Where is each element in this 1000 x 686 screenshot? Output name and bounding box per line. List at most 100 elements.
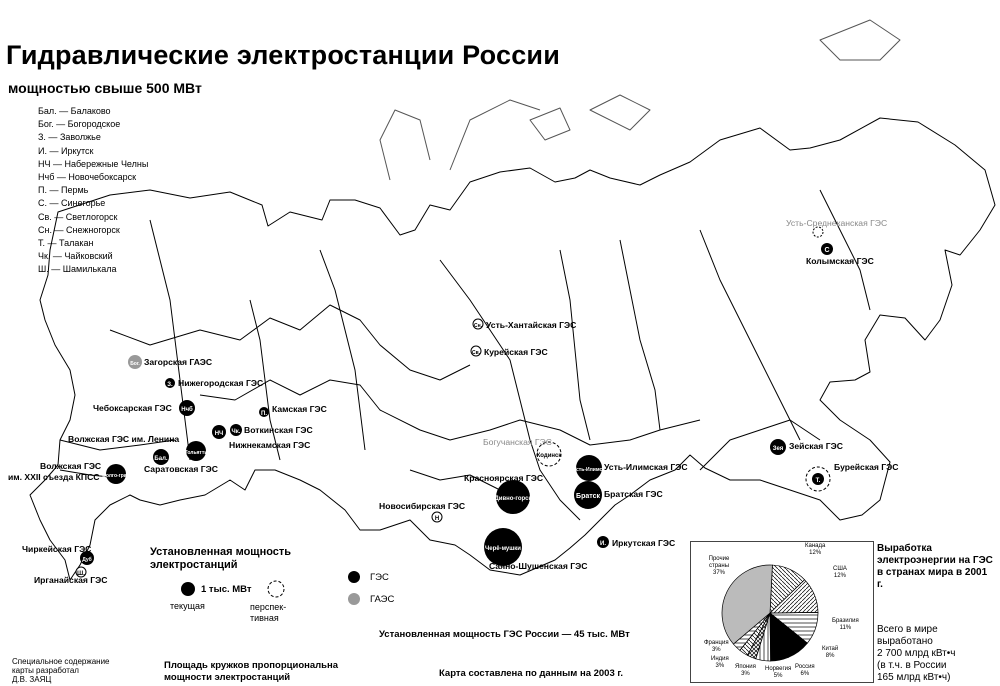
circle-label-ust-ilim: Усть-Илимск — [573, 467, 605, 473]
circle-label-cheboksary: Нчб — [181, 406, 193, 413]
station-label: Красноярская ГЭС — [464, 473, 544, 483]
station-circle-volgograd — [106, 464, 126, 484]
station-label: Колымская ГЭС — [806, 256, 874, 266]
station-label: Нижегородская ГЭС — [178, 378, 264, 388]
station-label: Ирганайская ГЭС — [34, 575, 108, 585]
legend-hydro-label: ГЭС — [370, 572, 389, 583]
legend-type-symbols — [348, 571, 360, 605]
station-label: Саяно-Шушенская ГЭС — [489, 561, 588, 571]
circle-label-volgograd: Волго-град — [102, 473, 130, 479]
station-circle-boguchany — [536, 441, 562, 467]
abbreviation-item: П. — Пермь — [38, 185, 89, 196]
abbreviation-item: Нчб — Новочебоксарск — [38, 172, 137, 183]
station-label: Загорская ГАЭС — [144, 357, 213, 367]
station-label: Усть-Среднеканская ГЭС — [786, 218, 888, 228]
legend-hydro-circle — [348, 571, 360, 583]
station-label: Братская ГЭС — [604, 489, 663, 499]
world-total-line: (в т.ч. в России — [877, 660, 947, 671]
station-label: Богучанская ГЭС — [483, 437, 552, 447]
circle-label-irganay: Ш. — [77, 571, 85, 577]
station-circle-zagorsk — [128, 355, 142, 369]
station-circle-irganay — [75, 566, 87, 578]
station-circle-votkinsk — [230, 424, 242, 436]
credits-line: Специальное содержание — [12, 657, 110, 666]
station-label: Бурейская ГЭС — [834, 462, 899, 472]
station-circle-krasnoyarsk — [496, 480, 530, 514]
circle-label-kama: П. — [261, 411, 267, 417]
credits-line: Д.В. ЗАЯЦ — [12, 675, 52, 684]
station-label: Усть-Хантайская ГЭС — [486, 320, 577, 330]
abbreviation-item: Чк. — Чайковский — [38, 251, 113, 262]
abbreviation-item: Ш. — Шамилькала — [38, 264, 117, 275]
station-circle-sayano — [484, 528, 522, 566]
abbreviation-item: И. — Иркутск — [38, 145, 94, 156]
circle-label-nizhny: З. — [167, 382, 173, 388]
station-circle-kolyma — [821, 243, 833, 255]
station-label: Волжская ГЭС им. Ленина — [68, 434, 180, 444]
circle-label-saratov: Бал. — [154, 456, 167, 462]
station-label: Саратовская ГЭС — [144, 464, 218, 474]
map-subtitle: мощностью свыше 500 МВт — [8, 80, 202, 96]
legend-pumped-circle — [348, 593, 360, 605]
station-circle-zhiguli — [186, 441, 206, 461]
station-circle-kureyka — [470, 345, 482, 357]
legend-note: Площадь кружков пропорциональна мощности… — [164, 660, 339, 683]
circle-label-bratsk: Братск — [576, 493, 600, 500]
station-circle-kama — [259, 407, 269, 417]
abbreviation-item: С. — Синегорье — [38, 198, 106, 209]
legend-heading: Установленная мощность электростанций — [150, 546, 292, 571]
legend-current-circle — [181, 582, 195, 596]
station-label: Усть-Илимская ГЭС — [604, 462, 688, 472]
abbreviation-item: Бал. — Балаково — [38, 106, 111, 116]
station-circle-bureya — [805, 466, 831, 492]
abbreviation-item: НЧ — Набережные Челны — [38, 158, 149, 169]
station-label: Воткинская ГЭС — [244, 425, 313, 435]
world-pie-chart — [721, 564, 819, 662]
station-label: им. XXII съезда КПСС — [8, 472, 100, 482]
station-label: Новосибирская ГЭС — [379, 501, 466, 511]
station-circle-cheboksary — [179, 400, 195, 416]
circle-label-chirkey: Дуб — [82, 556, 92, 563]
station-circle-ust-khantay — [472, 318, 484, 330]
world-total-text: Всего в мире выработано 2 700 млрд кВт•ч… — [877, 624, 955, 684]
station-label: Чебоксарская ГЭС — [93, 403, 172, 413]
station-label: Иркутская ГЭС — [612, 538, 676, 548]
circle-label-novosibirsk: Н — [435, 516, 439, 522]
circle-label-kureyka: Св. — [472, 350, 481, 356]
station-label: Камская ГЭС — [272, 404, 327, 414]
map-title: Гидравлические электростанции России — [6, 40, 561, 70]
legend-size-symbols — [181, 580, 285, 598]
station-circle-ust-ilim — [576, 455, 602, 481]
circle-label-sayano: Черё-мушки — [485, 546, 521, 552]
station-label: Курейская ГЭС — [484, 347, 548, 357]
world-total-line: Всего в мире — [877, 624, 938, 635]
world-total-line: 165 млрд кВт•ч) — [877, 672, 951, 683]
circle-label-nizhnekamsk: НЧ — [215, 431, 224, 437]
circle-label-zeya: Зея — [773, 446, 784, 452]
circle-label-ust-khantay: Сн. — [474, 323, 483, 329]
circle-label-boguchany: Кодинск — [537, 453, 562, 459]
legend-size-value: 1 тыс. МВт — [201, 584, 252, 595]
world-total-line: 2 700 млрд кВт•ч — [877, 648, 956, 659]
station-label: Волжская ГЭС — [40, 461, 102, 471]
circle-label-votkinsk: Чк. — [232, 429, 241, 435]
station-label: Нижнекамская ГЭС — [229, 440, 311, 450]
abbreviation-item: Бог. — Богородское — [38, 119, 121, 130]
station-circle-ust-srednekan — [812, 226, 824, 238]
pie-slice-9 — [721, 564, 773, 645]
abbreviation-list: Бал. — Балаково Бог. — Богородское З. — … — [38, 105, 148, 277]
station-circle-nizhnekamsk — [212, 425, 226, 439]
